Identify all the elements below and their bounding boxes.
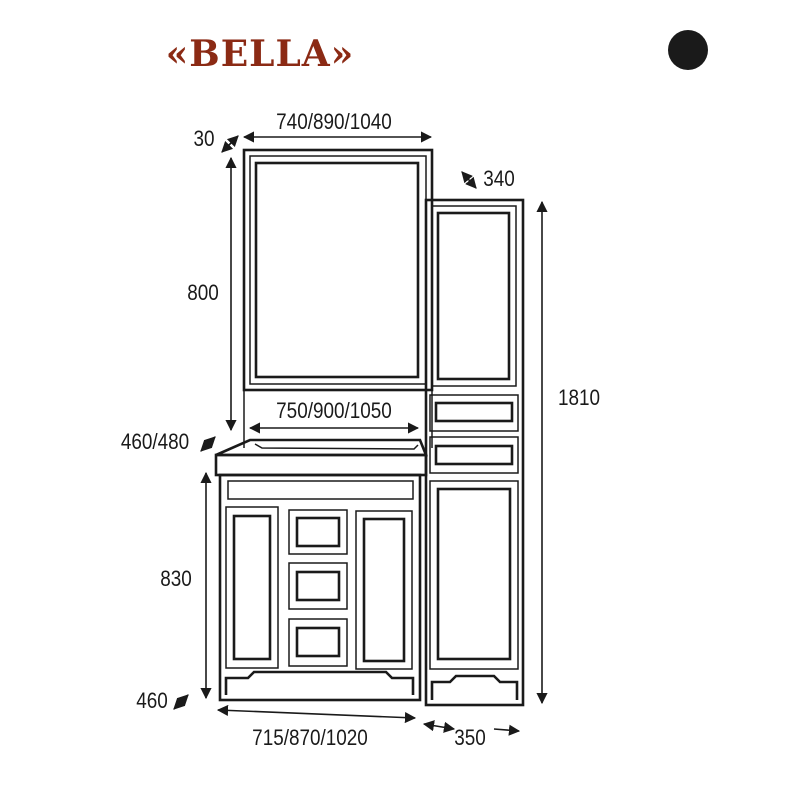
mirror-glass <box>254 161 420 379</box>
cabinet-width-arrow-left <box>422 720 456 733</box>
label-cabinet-depth: 340 <box>483 167 515 192</box>
vanity-drawer-1 <box>288 509 348 555</box>
label-sink-depth: 460/480 <box>121 430 189 455</box>
vanity-top-rail <box>227 480 414 500</box>
vanity-drawer-3 <box>288 618 348 667</box>
sink-depth-arrow <box>200 436 216 452</box>
vanity-plinth <box>224 670 415 695</box>
vanity-drawer-3-panel <box>295 626 341 658</box>
vanity-depth-arrow <box>173 694 189 710</box>
sink <box>214 438 428 477</box>
cabinet-drawer-1-panel <box>434 401 514 423</box>
cabinet-depth-arrow <box>461 171 477 189</box>
lower-door-frame <box>429 480 519 670</box>
mirror-frame-outer <box>242 148 434 392</box>
label-cabinet-width: 350 <box>454 726 486 751</box>
cabinet-drawer-2-panel <box>434 444 514 466</box>
sink-basin-edge <box>254 443 419 450</box>
upper-door-frame <box>431 205 517 387</box>
color-swatch-dot <box>668 30 708 70</box>
label-mirror-depth: 30 <box>193 127 214 152</box>
vanity-width-arrow <box>216 704 417 724</box>
dimension-labels: 740/890/1040 30 800 340 1810 750/900/105… <box>121 110 600 751</box>
cabinet-width-arrow-right <box>493 724 521 736</box>
vanity-right-door-panel <box>362 517 406 663</box>
label-vanity-height: 830 <box>160 567 192 592</box>
label-sink-width: 750/900/1050 <box>276 399 392 424</box>
lower-door-panel <box>436 487 512 661</box>
cabinet-plinth <box>430 674 519 700</box>
product-title: «BELLA» <box>166 33 354 75</box>
sink-top-surface <box>215 438 428 457</box>
vanity-drawer-2 <box>288 562 348 610</box>
mirror-depth-arrow <box>221 135 239 153</box>
label-vanity-depth: 460 <box>136 689 168 714</box>
cabinet-drawer-2 <box>429 436 519 474</box>
mirror-frame-mid <box>249 155 427 385</box>
sink-front-edge <box>214 453 428 477</box>
vanity-left-door-panel <box>232 514 272 661</box>
tall-cabinet <box>424 198 525 707</box>
vanity <box>218 473 422 702</box>
label-mirror-width: 740/890/1040 <box>276 110 392 135</box>
vanity-body <box>218 473 422 702</box>
vanity-drawer-2-panel <box>295 570 341 602</box>
label-total-height: 1810 <box>558 386 600 411</box>
vanity-right-door <box>355 510 413 670</box>
upper-door-panel <box>436 211 511 381</box>
label-vanity-width: 715/870/1020 <box>252 726 368 751</box>
vanity-drawer-1-panel <box>295 516 341 548</box>
label-mirror-height: 800 <box>187 281 219 306</box>
cabinet-drawer-1 <box>429 394 519 432</box>
dimension-lines <box>173 131 548 736</box>
vanity-left-door <box>225 506 279 669</box>
